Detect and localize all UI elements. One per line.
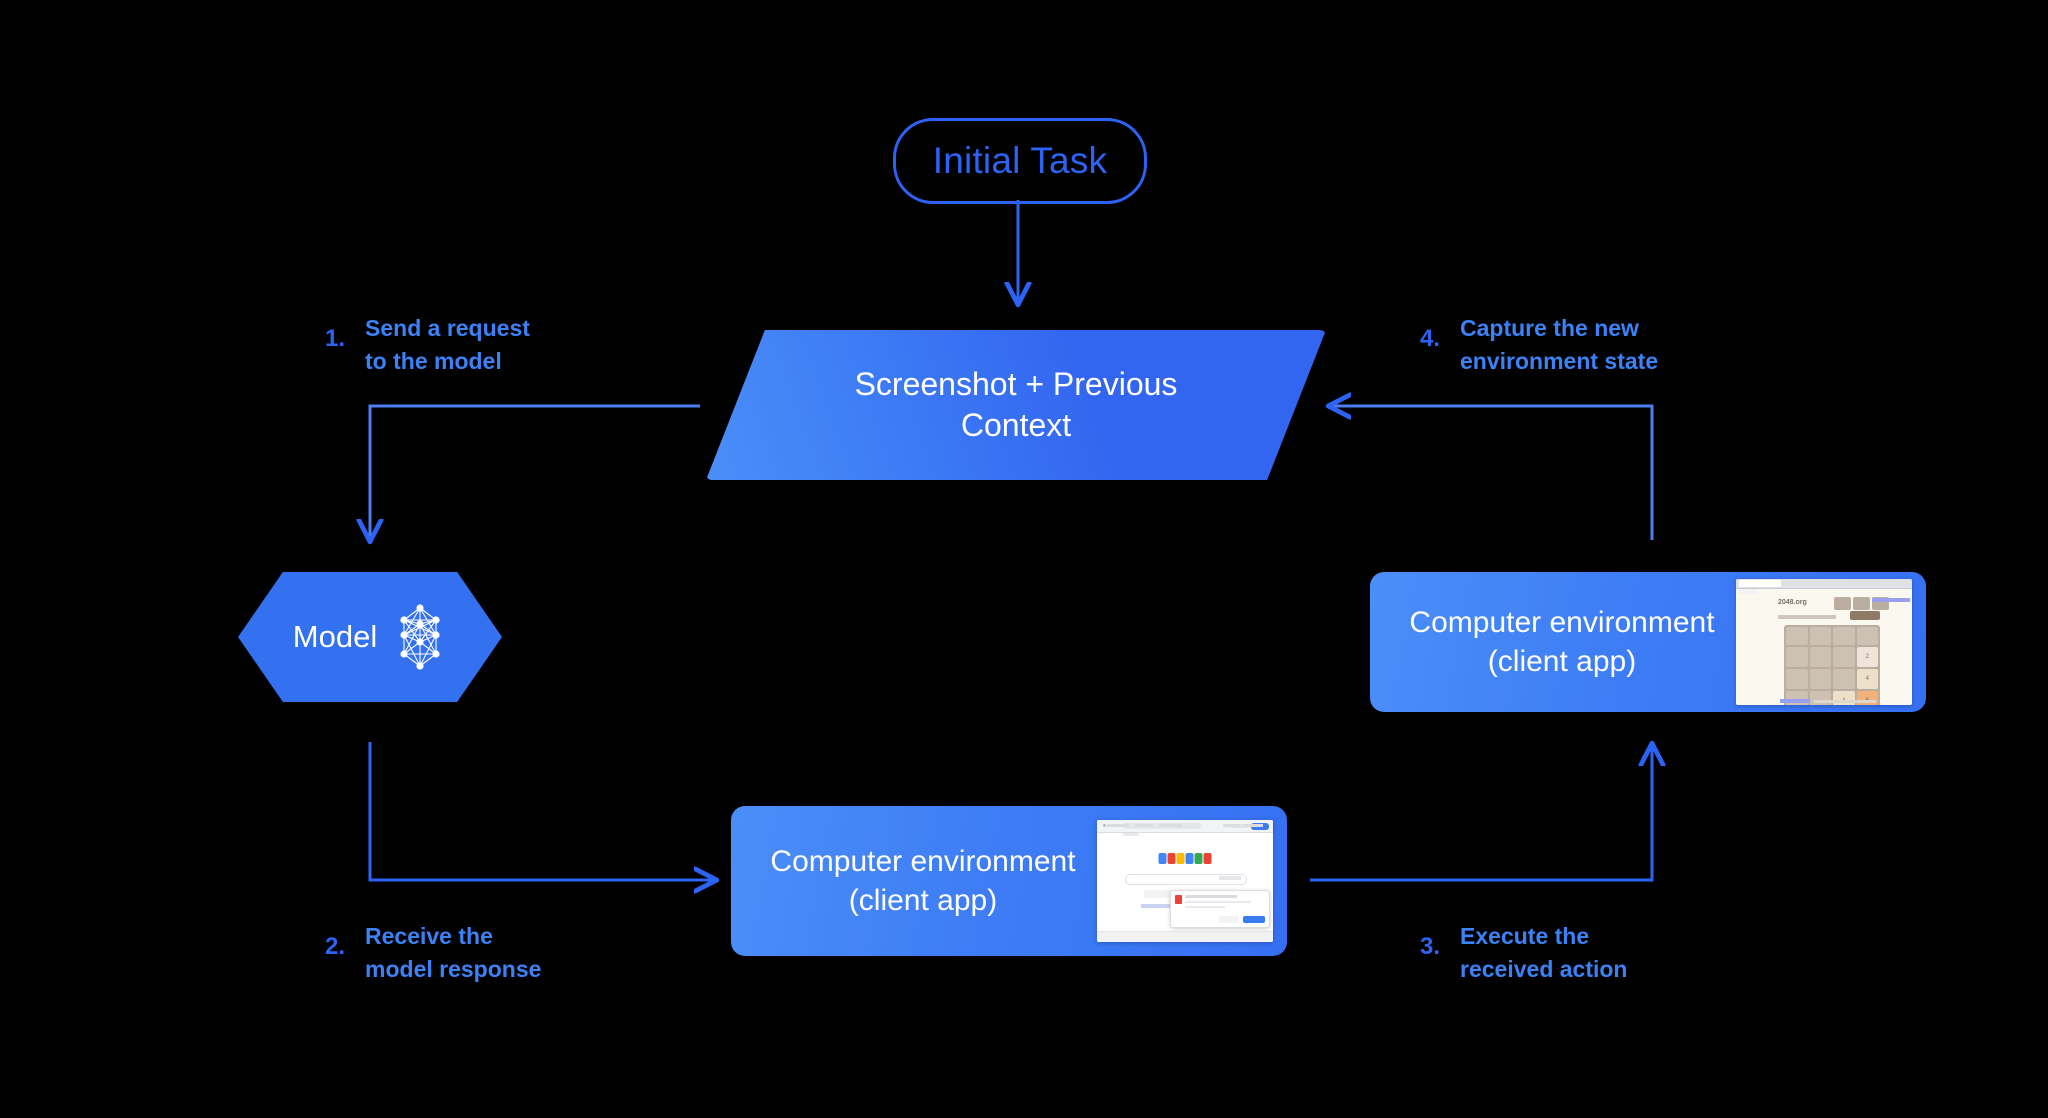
initial-task-node[interactable]: Initial Task — [893, 118, 1147, 204]
step-4: 4. Capture the new environment state — [1420, 312, 1658, 377]
model-label: Model — [292, 619, 378, 654]
google-search-thumbnail — [1097, 820, 1273, 942]
arrow-top-env-to-screenshot — [1330, 406, 1654, 540]
step-2: 2. Receive the model response — [325, 920, 541, 985]
game-2048-thumbnail: 2048.org 2 4 48 — [1736, 579, 1912, 705]
step-3: 3. Execute the received action — [1420, 920, 1627, 985]
step-3-text: Execute the received action — [1460, 923, 1628, 982]
neural-network-icon — [400, 604, 440, 670]
game-2048-board: 2 4 48 — [1784, 625, 1880, 705]
step-1-text: Send a request to the model — [365, 315, 530, 374]
computer-environment-bottom[interactable]: Computer environment (client app) — [731, 806, 1287, 956]
step-2-number: 2. — [325, 933, 346, 960]
computer-environment-top[interactable]: Computer environment (client app) 2048.o… — [1370, 572, 1926, 712]
step-4-number: 4. — [1420, 325, 1441, 352]
step-4-text: Capture the new environment state — [1460, 315, 1659, 374]
step-1-number: 1. — [325, 325, 346, 352]
screenshot-context-node[interactable]: Screenshot + Previous Context — [706, 330, 1326, 480]
computer-environment-bottom-label: Computer environment (client app) — [770, 845, 1076, 917]
step-1: 1. Send a request to the model — [325, 312, 530, 377]
screenshot-context-label: Screenshot + Previous Context — [854, 366, 1178, 443]
model-node[interactable]: Model — [238, 572, 502, 702]
google-logo-icon — [1158, 853, 1212, 864]
step-3-number: 3. — [1420, 933, 1441, 960]
computer-environment-top-label: Computer environment (client app) — [1409, 606, 1715, 678]
initial-task-label: Initial Task — [932, 140, 1108, 181]
game-2048-site-title: 2048.org — [1778, 599, 1807, 606]
arrow-screenshot-to-model — [370, 404, 700, 540]
arrow-model-to-bottom-env — [368, 742, 715, 880]
arrow-bottom-env-to-top-env — [1310, 745, 1652, 882]
step-2-text: Receive the model response — [365, 923, 542, 982]
